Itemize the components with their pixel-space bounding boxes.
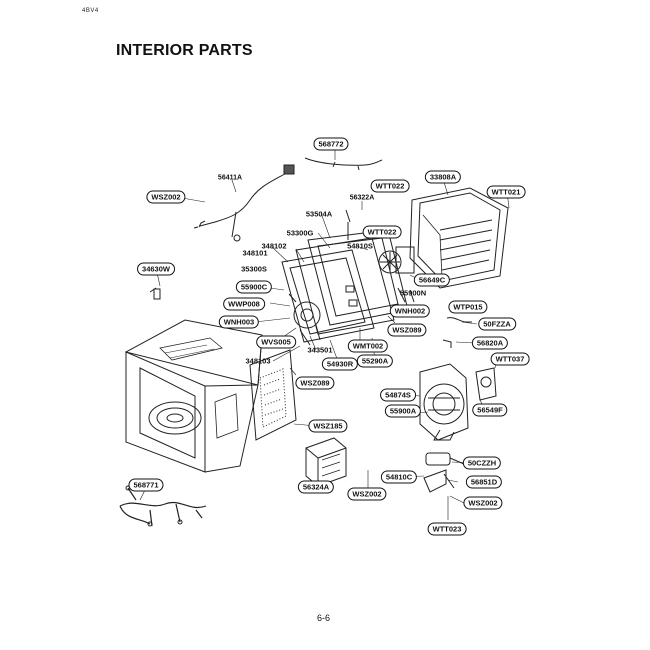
part-label: 55900C [235, 280, 273, 294]
part-label: WTT022 [370, 179, 410, 193]
leader-lines [139, 150, 510, 520]
part-label: 54874S [380, 388, 416, 402]
part-label: WTT037 [490, 352, 530, 366]
part-label: 53504A [305, 209, 333, 219]
part-label: 343501 [307, 345, 333, 355]
capacitor-drawing [423, 452, 465, 493]
part-label: 56324A [297, 480, 335, 494]
part-label: WWP008 [223, 297, 265, 311]
part-label: WVS005 [256, 335, 296, 349]
part-label: 348103 [245, 356, 271, 366]
part-label: 56851D [465, 475, 503, 489]
part-label: 55290A [356, 354, 394, 368]
part-label: WSZ089 [387, 323, 427, 337]
part-label: WMT002 [347, 339, 389, 353]
document-code: 4BV4 [82, 8, 99, 14]
part-label: WNH002 [389, 304, 431, 318]
part-label: WTT022 [362, 225, 402, 239]
part-label: 55900N [399, 288, 427, 298]
part-label: WSZ002 [463, 496, 503, 510]
part-label: WSZ089 [295, 376, 335, 390]
turntable-assembly-drawing [288, 293, 321, 346]
part-label: 348101 [242, 248, 268, 258]
part-label: 50CZZH [462, 456, 502, 470]
part-label: 348102 [261, 241, 287, 251]
fan-motor-drawing [345, 209, 415, 274]
part-label: WSZ002 [146, 190, 186, 204]
part-label: 56411A [217, 174, 243, 182]
part-label: WNH003 [218, 315, 260, 329]
part-label: 56820A [471, 336, 509, 350]
part-label: 55900A [384, 404, 422, 418]
harness-top-drawing [304, 157, 383, 171]
part-label: 50FZZA [478, 317, 516, 331]
part-label: WSZ185 [308, 419, 348, 433]
part-label: 56322A [349, 194, 375, 202]
control-panel-frame-drawing [281, 229, 409, 343]
part-label: 34630W [137, 262, 175, 276]
part-label: 54810C [380, 470, 418, 484]
part-label: 56549F [472, 403, 508, 417]
oven-cavity-drawing [124, 319, 263, 473]
part-label: WTT021 [486, 185, 526, 199]
transformer-drawing [305, 437, 347, 487]
part-label: WTP015 [448, 300, 488, 314]
power-cord-drawing [193, 164, 295, 242]
part-label: 33808A [424, 170, 462, 184]
part-label: 568771 [128, 478, 164, 492]
fan-cover-drawing [409, 187, 509, 289]
switch-bracket-drawing [397, 287, 472, 348]
part-label: 56649C [413, 273, 451, 287]
side-panel-drawing [249, 349, 297, 441]
latch-part-drawing [149, 287, 161, 300]
part-label: WSZ002 [347, 487, 387, 501]
magnetron-drawing [419, 363, 497, 441]
part-label: 54810S [347, 241, 373, 251]
wire-harness-drawing [119, 485, 207, 527]
part-label: 568772 [313, 137, 349, 151]
page-number: 6-6 [317, 613, 331, 623]
page-title: INTERIOR PARTS [116, 42, 253, 59]
part-label: WTT023 [427, 522, 467, 536]
part-label: 35300S [241, 264, 267, 274]
part-label: 53300G [286, 228, 314, 238]
part-label: 54930R [321, 357, 359, 371]
